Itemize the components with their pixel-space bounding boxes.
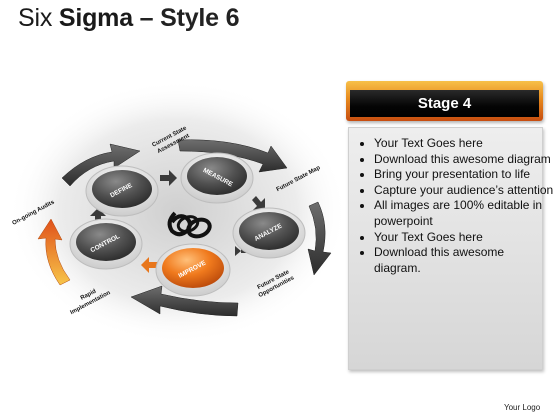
- stage-title: Stage 4: [350, 90, 539, 117]
- stage-body: [348, 127, 543, 370]
- stage-bullet: Your Text Goes here: [374, 230, 554, 246]
- background-plate: [8, 80, 348, 344]
- arrow-to-ongoing-audits-icon: [37, 218, 71, 286]
- node-improve: IMPROVE: [155, 243, 231, 297]
- title-part-1: Six: [18, 4, 59, 32]
- arrow-measure-to-analyze-icon: [252, 196, 265, 210]
- arrow-analyze-to-improve-icon: [235, 246, 248, 256]
- node-control: CONTROL: [69, 218, 143, 270]
- stage-panel: Stage 4 Your Text Goes here Download thi…: [346, 81, 553, 370]
- arrow-to-future-state-map-icon: [177, 139, 288, 173]
- title-part-3: – Style 6: [132, 4, 240, 32]
- stage-bullet: Download this awesome diagram.: [374, 245, 554, 276]
- six-sigma-knot-icon: [167, 211, 212, 239]
- footer-logo: Your Logo: [504, 403, 541, 412]
- stage-bullet: Bring your presentation to life: [374, 167, 554, 183]
- arrow-to-current-state-icon: [61, 143, 141, 187]
- stage-bullet: Download this awesome diagram: [374, 152, 554, 168]
- node-measure: MEASURE: [180, 152, 254, 204]
- stage-bullet-list: Your Text Goes here Download this awesom…: [356, 136, 554, 276]
- stage-bullet: Capture your audience’s attention: [374, 183, 554, 199]
- arrow-improve-to-control-icon: [141, 257, 158, 273]
- stage-header: Stage 4: [346, 81, 543, 121]
- arrow-define-to-measure-icon: [160, 170, 177, 186]
- arrow-to-rapid-implementation-icon: [130, 285, 239, 317]
- stage-bullet: All images are 100% editable in powerpoi…: [374, 198, 554, 229]
- stage-bullet: Your Text Goes here: [374, 136, 554, 152]
- node-analyze: ANALYZE: [232, 207, 306, 259]
- page-title: Six Sigma – Style 6: [18, 4, 240, 33]
- node-define: DEFINE: [85, 165, 159, 217]
- title-part-2: Sigma: [58, 4, 133, 32]
- arrow-to-future-state-opportunities-icon: [307, 201, 332, 276]
